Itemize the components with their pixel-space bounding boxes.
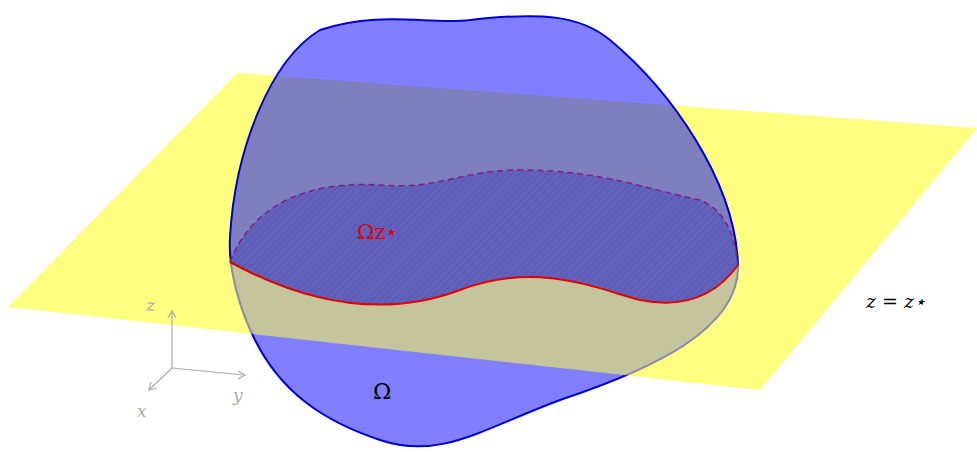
axis-label: z xyxy=(146,297,155,314)
domain-omega xyxy=(230,16,738,446)
plane-label: z = z⋆ xyxy=(866,292,926,311)
axes xyxy=(149,311,245,390)
section-label: Ωz⋆ xyxy=(357,222,398,243)
section-back-edge xyxy=(230,170,738,265)
section-front-edge xyxy=(230,262,738,305)
section-fill xyxy=(230,170,738,305)
section-hatch xyxy=(230,170,738,305)
plane-front xyxy=(8,73,977,390)
axis-label: x xyxy=(137,403,147,420)
domain-label: Ω xyxy=(373,381,391,403)
axis-label: y xyxy=(233,387,243,404)
